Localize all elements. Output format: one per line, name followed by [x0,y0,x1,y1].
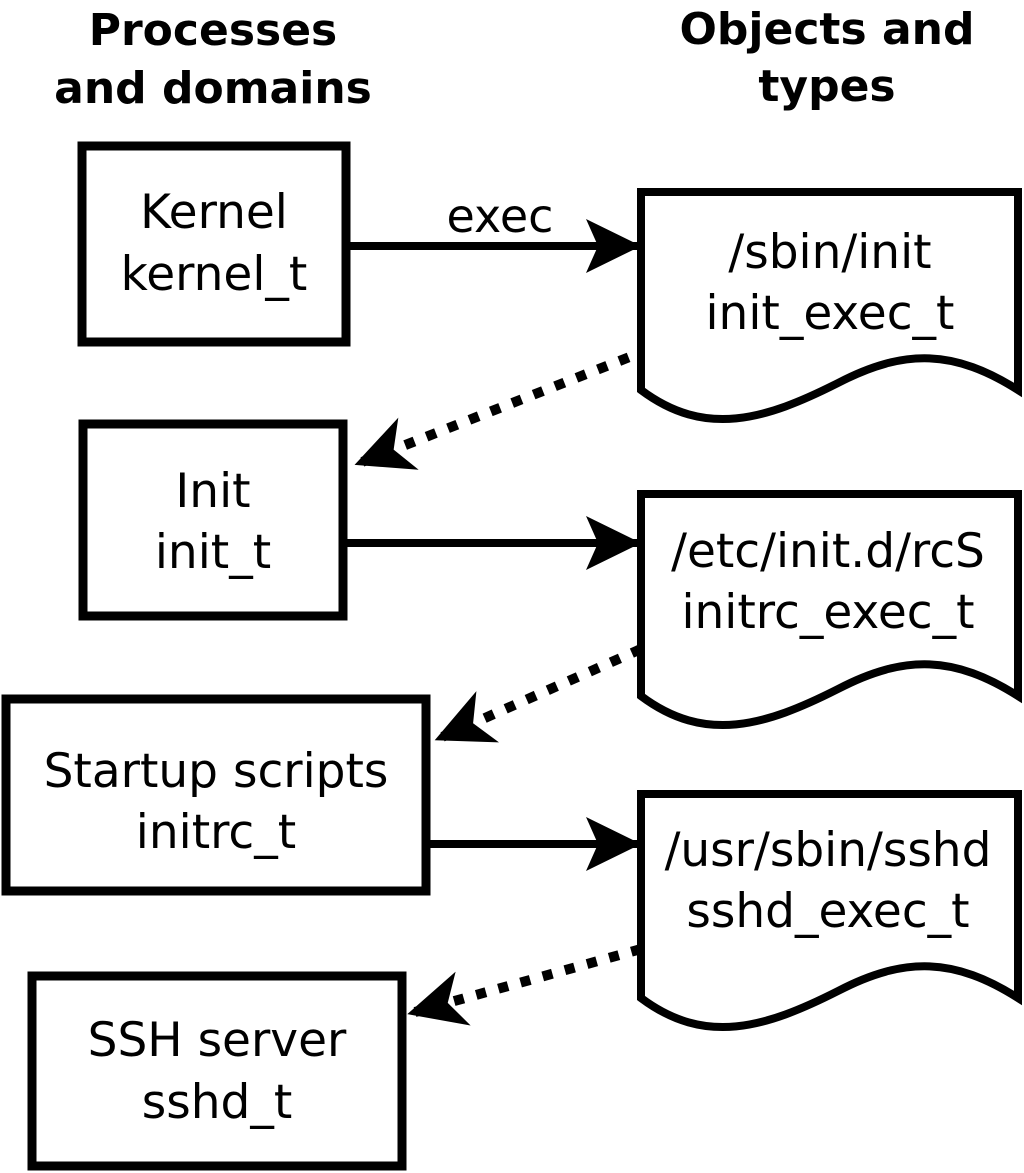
etc-initd-rcs-doc-type: initrc_exec_t [681,585,974,640]
kernel-box-outline [77,141,351,347]
etc-initd-rcs-doc-path: /etc/init.d/rcS [671,524,985,579]
init-box-outline [78,419,348,621]
process-box-ssh-server: SSH server sshd_t [27,971,407,1171]
process-box-kernel: Kernel kernel_t [77,141,351,347]
left-header-line2: and domains [54,63,372,114]
init-box-name: Init [175,464,250,519]
transition-arrow-rcs-to-initrc [434,644,644,743]
process-box-init: Init init_t [78,419,348,621]
left-column-header: Processes and domains [54,5,372,114]
kernel-box-name: Kernel [140,185,288,240]
transition-arrow-sbin-init-to-init [354,344,652,470]
ssh-server-box-type: sshd_t [142,1075,293,1130]
right-header-line1: Objects and [680,4,975,55]
usr-sbin-sshd-doc-path: /usr/sbin/sshd [665,823,992,878]
right-column-header: Objects and types [680,4,975,112]
object-doc-sbin-init: /sbin/init init_exec_t [637,188,1022,423]
object-doc-usr-sbin-sshd: /usr/sbin/sshd sshd_exec_t [637,790,1022,1031]
transition-arrow-sshd-exec-to-sshd [407,944,643,1026]
exec-arrow-label: exec [447,189,554,243]
process-box-startup-scripts: Startup scripts initrc_t [1,694,431,896]
startup-scripts-box-outline [1,694,431,896]
right-header-line2: types [758,61,895,112]
object-doc-etc-initd-rcs: /etc/init.d/rcS initrc_exec_t [637,490,1022,729]
left-header-line1: Processes [89,5,338,56]
init-box-type: init_t [155,525,271,580]
etc-initd-rcs-doc-outline [637,490,1022,729]
usr-sbin-sshd-doc-outline [637,790,1022,1031]
sbin-init-doc-outline [637,188,1022,423]
startup-scripts-box-type: initrc_t [136,805,296,860]
startup-scripts-box-name: Startup scripts [44,744,389,799]
usr-sbin-sshd-doc-type: sshd_exec_t [686,884,969,939]
ssh-server-box-outline [27,971,407,1171]
sbin-init-doc-path: /sbin/init [728,225,931,280]
kernel-box-type: kernel_t [121,247,308,302]
ssh-server-box-name: SSH server [88,1013,347,1068]
sbin-init-doc-type: init_exec_t [706,286,955,341]
